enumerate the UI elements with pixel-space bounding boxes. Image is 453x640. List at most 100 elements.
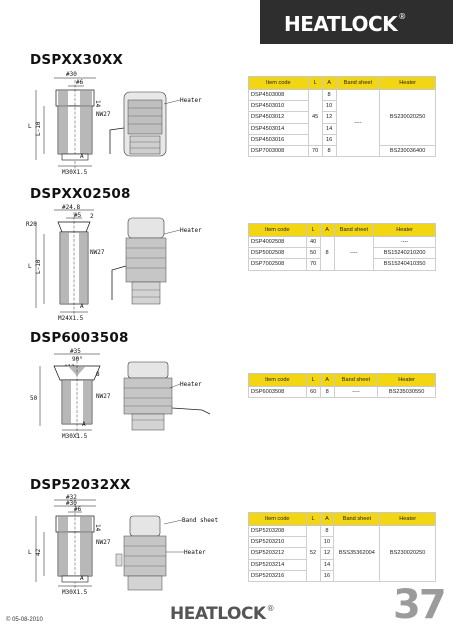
cell-a: 14 [321, 122, 337, 135]
cell-l: 40 [305, 235, 321, 249]
cell-band: ---- [333, 236, 375, 271]
brand-header: HEATLOCK® [260, 0, 453, 44]
dim-small: 8 [96, 371, 100, 378]
col-l: L [305, 512, 321, 526]
col-item-code: Item code [248, 512, 307, 526]
cell-heater: BS230020250 [379, 89, 436, 146]
col-a: A [319, 512, 335, 526]
cell-heater: BS230020250 [379, 525, 436, 582]
col-heater: Heater [377, 373, 436, 387]
dim-outer: #30 [66, 500, 77, 507]
technical-drawing-dspxx02508: #24.8 #5 R20 NW27 2 L L-10 A M24X1.5 Hea… [24, 204, 224, 324]
brand-logo: HEATLOCK® [284, 12, 406, 36]
cell-code: DSP5203214 [248, 558, 307, 571]
col-l: L [305, 373, 321, 387]
technical-drawing-dspxx30xx: #30 #6 NW27 14 L L-10 A M30X1.5 Heater [24, 70, 224, 180]
cell-heater: BS15240210200 [373, 247, 436, 260]
dim-inner-dia: #6 [76, 79, 84, 86]
cell-code: DSP5203208 [248, 524, 307, 538]
cell-a: 8 [319, 236, 335, 271]
table-header-row: Item code L A Band sheet Heater [248, 223, 436, 237]
spec-table: Item code L A Band sheet Heater DSP40025… [248, 223, 436, 271]
band-sheet-label: Band sheet [182, 517, 219, 524]
footer-brand-mark: ® [266, 604, 275, 613]
dim-inner-dia: #6 [74, 506, 82, 513]
spec-table: Item code L A Band sheet Heater DSP45030… [248, 76, 436, 158]
table-row: DSP5203210 10 [248, 536, 436, 549]
cell-l: 52 [305, 525, 321, 582]
col-item-code: Item code [248, 76, 309, 90]
brand-mark: ® [398, 12, 406, 21]
cell-code: DSP4503008 [248, 88, 309, 102]
col-l: L [305, 223, 321, 237]
dim-l-minus: L-10 [35, 259, 42, 274]
footer-logo: HEATLOCK® [170, 604, 275, 624]
heater-label: Heater [180, 381, 202, 388]
cell-code: DSP7002508 [248, 258, 307, 271]
table-header-row: Item code L A Band sheet Heater [248, 373, 436, 387]
col-a: A [321, 76, 337, 90]
cell-code: DSP4503012 [248, 111, 309, 124]
technical-drawing-dsp52032xx: #32 #30 #6 NW27 14 L 42 A M30X1.5 Band s… [24, 494, 224, 598]
footer-brand-name: HEATLOCK [170, 604, 266, 624]
dim-a: A [82, 421, 86, 428]
spec-table: Item code L A Band sheet Heater DSP52032… [248, 512, 436, 582]
cell-a: 8 [321, 88, 337, 102]
cell-code: DSP6003508 [248, 385, 307, 399]
col-band-sheet: Band sheet [335, 76, 381, 90]
dim-hex: NW27 [90, 249, 105, 256]
table-row: DSP4503010 10 [248, 100, 436, 113]
cell-a: 8 [319, 385, 335, 399]
cell-heater: BS235030550 [377, 385, 436, 399]
cell-band: ---- [333, 385, 379, 399]
dim-hex: NW27 [96, 111, 111, 118]
col-band-sheet: Band sheet [333, 512, 381, 526]
dim-l-minus: L-10 [35, 121, 42, 136]
cell-heater: BS15240410350 [373, 258, 436, 271]
cell-a: 10 [319, 536, 335, 549]
cell-band: BSS35362004 [333, 525, 381, 582]
table-row: DSP4503008 45 8 ---- BS230020250 [248, 88, 436, 158]
dim-a: A [80, 575, 84, 582]
col-a: A [319, 373, 335, 387]
dim-dia: #35 [70, 348, 81, 355]
dim-radius: R20 [26, 221, 37, 228]
table-row: DSP5203208 52 8 BSS35362004 BS230020250 [248, 524, 436, 582]
cell-band: ---- [335, 88, 381, 158]
cell-code: DSP5203210 [248, 536, 307, 549]
technical-drawing-dsp6003508: #35 90° #12 NW27 8 50 A M30X1.5 Heater [24, 348, 224, 444]
cell-code: DSP5203216 [248, 569, 307, 582]
col-item-code: Item code [248, 223, 307, 237]
dim-thread: M30X1.5 [62, 169, 88, 176]
table-row: DSP6003508 60 8 ---- BS235030550 [248, 385, 436, 399]
cell-a: 8 [321, 144, 337, 158]
cell-l: 60 [305, 385, 321, 399]
heater-label: Heater [180, 227, 202, 234]
table-header-row: Item code L A Band sheet Heater [248, 76, 436, 90]
dim-l: L [28, 263, 32, 270]
dim-thread: M24X1.5 [58, 315, 84, 322]
col-heater: Heater [379, 76, 436, 90]
col-band-sheet: Band sheet [333, 373, 379, 387]
table-header-row: Item code L A Band sheet Heater [248, 512, 436, 526]
dim-small: 14 [94, 100, 101, 108]
dim-thread: M30X1.5 [62, 433, 88, 440]
dim-dia: #30 [66, 71, 77, 78]
dim-thread: M30X1.5 [62, 589, 88, 596]
cell-code: DSP4503014 [248, 122, 309, 135]
dim-l: L [28, 123, 32, 130]
table-row: DSP5203214 14 [248, 558, 436, 571]
cell-l: 45 [307, 89, 323, 146]
dim-inner-dia: #5 [74, 212, 82, 219]
cell-l: 70 [305, 258, 321, 271]
col-l: L [307, 76, 323, 90]
section-title: DSP6003508 [30, 330, 129, 346]
col-heater: Heater [379, 512, 436, 526]
col-a: A [319, 223, 335, 237]
heater-label: Heater [184, 549, 206, 556]
table-row: DSP5203216 16 [248, 569, 436, 582]
cell-a: 8 [319, 524, 335, 538]
cell-a: 12 [319, 547, 335, 560]
cell-code: DSP4503016 [248, 133, 309, 146]
cell-l: 50 [305, 247, 321, 260]
